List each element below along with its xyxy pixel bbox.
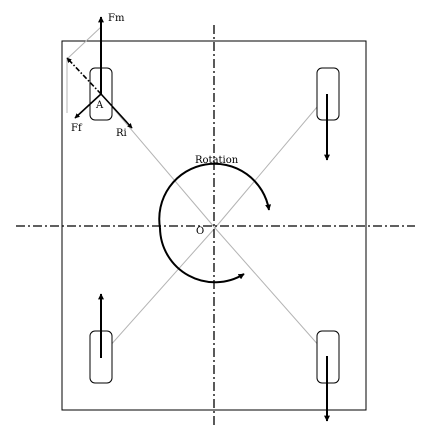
rotation-arc-upper	[158, 162, 272, 229]
label-ri: Ri	[116, 128, 127, 139]
label-o: O	[196, 226, 204, 237]
rotation-arrows	[158, 162, 272, 284]
construction-line-fm-top	[66, 26, 102, 60]
arrow-ff	[74, 93, 102, 119]
center-lines	[16, 25, 415, 428]
force-arrows	[66, 57, 133, 129]
arrow-ri	[100, 93, 133, 129]
label-rotation: Rotation	[195, 155, 239, 166]
rotation-arc-lower	[159, 227, 245, 284]
label-a: A	[95, 100, 104, 111]
wheel-arrows	[98, 16, 330, 422]
arrow-resultant	[66, 57, 102, 95]
diagonal-guide-bottom-right	[214, 227, 329, 357]
diagonal-guides	[66, 26, 329, 357]
diagonal-guide-a	[100, 93, 216, 229]
label-ff: Ff	[71, 123, 83, 134]
diagonal-guide-bottom-left	[100, 227, 216, 357]
diagonal-guide-top-right	[214, 93, 329, 229]
label-fm: Fm	[108, 13, 125, 24]
